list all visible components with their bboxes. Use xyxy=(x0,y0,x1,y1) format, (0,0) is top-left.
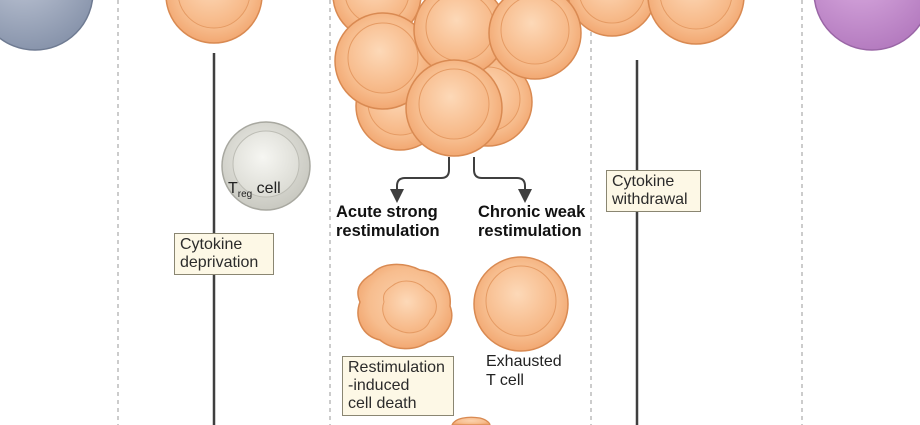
activated-t-cell-cluster xyxy=(332,0,582,157)
dying-cell xyxy=(357,263,453,350)
arrow-acute xyxy=(390,157,450,203)
effector-cell-col4-left xyxy=(567,0,657,37)
ricd-label: Restimulation -induced cell death xyxy=(342,356,454,416)
exhausted-t-cell xyxy=(473,256,569,352)
memory-t-cell xyxy=(813,0,920,51)
cytokine-deprivation-label: Cytokine deprivation xyxy=(174,233,274,275)
treg-label: Treg cell xyxy=(228,180,281,201)
acute-restimulation-label: Acute strong restimulation xyxy=(336,203,440,240)
naive-t-cell xyxy=(0,0,94,51)
effector-cell-col2 xyxy=(165,0,263,44)
partial-cell-bottom xyxy=(451,416,491,425)
arrow-chronic xyxy=(473,157,532,203)
exhausted-t-cell-label: Exhausted T cell xyxy=(486,353,562,389)
chronic-restimulation-label: Chronic weak restimulation xyxy=(478,203,586,240)
cytokine-withdrawal-label: Cytokine withdrawal xyxy=(606,170,701,212)
effector-cell-col4 xyxy=(647,0,745,45)
treg-cell xyxy=(221,121,311,211)
